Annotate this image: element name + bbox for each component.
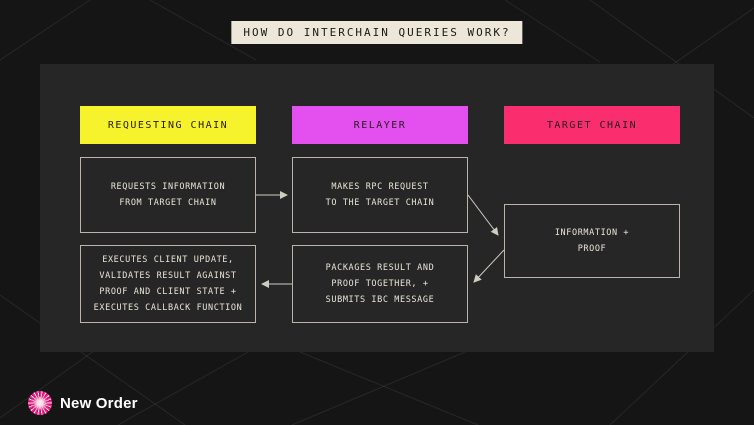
- step-executes-client-update-box: EXECUTES CLIENT UPDATE, VALIDATES RESULT…: [80, 245, 256, 323]
- step-requests-information-box: REQUESTS INFORMATION FROM TARGET CHAIN: [80, 157, 256, 233]
- column-header-target-chain: TARGET CHAIN: [504, 106, 680, 144]
- slide-title: HOW DO INTERCHAIN QUERIES WORK?: [231, 21, 523, 44]
- new-order-logo-icon: [28, 391, 52, 415]
- step-packages-result-box: PACKAGES RESULT AND PROOF TOGETHER, + SU…: [292, 245, 468, 323]
- flow-arrows: [256, 191, 505, 288]
- step-makes-rpc-request-box: MAKES RPC REQUEST TO THE TARGET CHAIN: [292, 157, 468, 233]
- column-header-relayer: RELAYER: [292, 106, 468, 144]
- step-information-proof-box: INFORMATION + PROOF: [504, 204, 680, 278]
- column-header-requesting-chain: REQUESTING CHAIN: [80, 106, 256, 144]
- brand-logo: New Order: [28, 391, 138, 415]
- brand-name: New Order: [60, 394, 138, 412]
- diagram-panel: REQUESTING CHAIN RELAYER TARGET CHAIN RE…: [40, 64, 714, 352]
